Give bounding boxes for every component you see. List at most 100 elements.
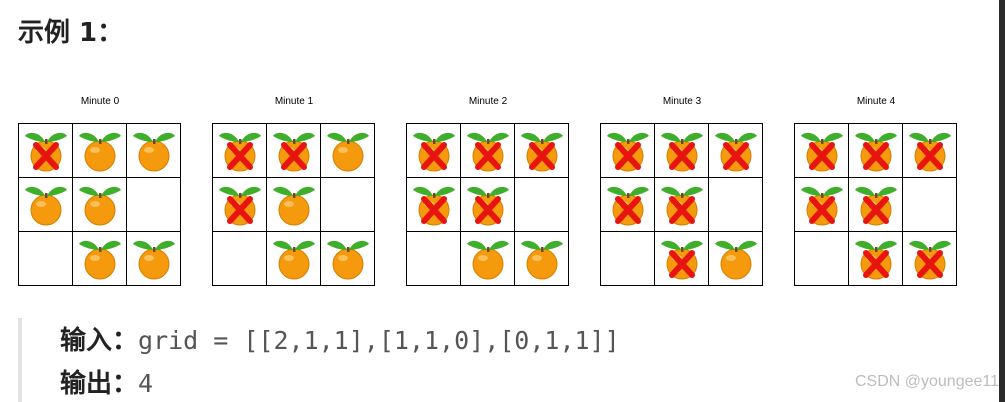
grid-cell-fresh: [461, 232, 515, 286]
grid-cell-rotten: [213, 124, 267, 178]
grid-cell-empty: [127, 178, 181, 232]
rotten-orange-icon: [661, 240, 703, 280]
minute-panel: Minute 4: [794, 96, 958, 286]
grid-cell-fresh: [73, 232, 127, 286]
grid-cell-fresh: [709, 232, 763, 286]
grid-cell-rotten: [655, 232, 709, 286]
grid-cell-fresh: [127, 232, 181, 286]
grid-cell-empty: [515, 178, 569, 232]
minute-label: Minute 0: [80, 96, 120, 107]
grid-cell-rotten: [709, 124, 763, 178]
rotten-orange-icon: [219, 186, 261, 226]
orange-icon: [273, 186, 315, 226]
rotten-orange-icon: [855, 240, 897, 280]
orange-icon: [133, 240, 175, 280]
grid-cell-empty: [709, 178, 763, 232]
rotten-orange-icon: [855, 186, 897, 226]
orange-icon: [133, 132, 175, 172]
output-value: 4: [138, 369, 154, 398]
rotten-orange-icon: [801, 132, 843, 172]
grid-cell-rotten: [267, 124, 321, 178]
grid-cell-empty: [407, 232, 461, 286]
example-heading: 示例 1：: [18, 18, 124, 48]
grid-cell-rotten: [461, 178, 515, 232]
rotten-orange-icon: [661, 132, 703, 172]
grid-cell-rotten: [849, 178, 903, 232]
grid-cell-fresh: [73, 124, 127, 178]
orange-icon: [79, 186, 121, 226]
grid-cell-rotten: [795, 178, 849, 232]
example-code-block: 输入：grid = [[2,1,1],[1,1,0],[0,1,1]] 输出：4: [18, 318, 982, 402]
rotten-orange-icon: [219, 132, 261, 172]
csdn-watermark: CSDN @youngee11: [854, 373, 999, 390]
output-line: 输出：4: [60, 367, 153, 401]
orange-icon: [25, 186, 67, 226]
grid-cell-fresh: [19, 178, 73, 232]
grid-cell-empty: [321, 178, 375, 232]
orange-icon: [715, 240, 757, 280]
grid-cell-empty: [903, 178, 957, 232]
rotten-orange-icon: [801, 186, 843, 226]
rotten-orange-icon: [661, 186, 703, 226]
minute-panel: Minute 1: [212, 96, 376, 286]
rotten-orange-icon: [467, 132, 509, 172]
minute-panel: Minute 2: [406, 96, 570, 286]
orange-icon: [79, 132, 121, 172]
grid-cell-rotten: [849, 124, 903, 178]
input-label: 输入：: [60, 326, 139, 356]
output-label: 输出：: [60, 369, 139, 399]
orange-icon: [79, 240, 121, 280]
orange-icon: [273, 240, 315, 280]
orange-grid: [212, 123, 375, 286]
grid-cell-rotten: [903, 232, 957, 286]
grid-cell-rotten: [515, 124, 569, 178]
grid-cell-empty: [795, 232, 849, 286]
grid-cell-fresh: [267, 178, 321, 232]
grid-cell-fresh: [321, 232, 375, 286]
grid-cell-rotten: [655, 124, 709, 178]
rotten-orange-icon: [855, 132, 897, 172]
grid-cell-rotten: [19, 124, 73, 178]
orange-icon: [327, 132, 369, 172]
grid-cell-empty: [19, 232, 73, 286]
rotten-orange-icon: [607, 186, 649, 226]
minute-panel: Minute 0: [18, 96, 182, 286]
rotten-orange-icon: [909, 132, 951, 172]
rotten-orange-icon: [909, 240, 951, 280]
grid-cell-fresh: [267, 232, 321, 286]
grid-cell-fresh: [127, 124, 181, 178]
rotten-orange-icon: [715, 132, 757, 172]
rotten-orange-icon: [413, 132, 455, 172]
grid-cell-rotten: [601, 178, 655, 232]
orange-grid: [794, 123, 957, 286]
grid-cell-empty: [213, 232, 267, 286]
grid-cell-empty: [601, 232, 655, 286]
grid-cell-rotten: [655, 178, 709, 232]
orange-icon: [327, 240, 369, 280]
scrollbar[interactable]: [999, 0, 1005, 402]
grid-cell-rotten: [407, 124, 461, 178]
grid-cell-rotten: [407, 178, 461, 232]
input-line: 输入：grid = [[2,1,1],[1,1,0],[0,1,1]]: [60, 324, 620, 358]
minute-label: Minute 3: [662, 96, 702, 107]
rotten-orange-icon: [413, 186, 455, 226]
rotting-oranges-figure: Minute 0 Minute 1 Minute 2 Minute 3 Minute 4: [18, 96, 958, 286]
grid-cell-rotten: [903, 124, 957, 178]
minute-label: Minute 2: [468, 96, 508, 107]
rotten-orange-icon: [25, 132, 67, 172]
rotten-orange-icon: [273, 132, 315, 172]
grid-cell-fresh: [321, 124, 375, 178]
grid-cell-rotten: [795, 124, 849, 178]
grid-cell-fresh: [515, 232, 569, 286]
orange-grid: [600, 123, 763, 286]
minute-label: Minute 1: [274, 96, 314, 107]
orange-grid: [406, 123, 569, 286]
minute-label: Minute 4: [856, 96, 896, 107]
rotten-orange-icon: [521, 132, 563, 172]
grid-cell-rotten: [213, 178, 267, 232]
orange-icon: [521, 240, 563, 280]
grid-cell-rotten: [849, 232, 903, 286]
input-value: grid = [[2,1,1],[1,1,0],[0,1,1]]: [138, 326, 620, 355]
rotten-orange-icon: [607, 132, 649, 172]
minute-panel: Minute 3: [600, 96, 764, 286]
